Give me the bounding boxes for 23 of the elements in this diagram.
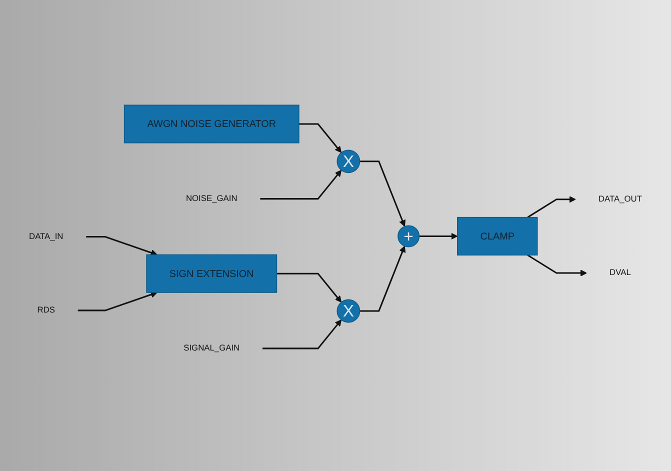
arrow (262, 319, 342, 350)
node-box: SIGN EXTENSION (146, 254, 278, 293)
arrow (276, 272, 342, 302)
arrow (360, 160, 406, 226)
node-box: AWGN NOISE GENERATOR (124, 104, 300, 144)
arrow (419, 232, 458, 240)
arrow (78, 291, 158, 312)
node-circle: X (336, 299, 360, 323)
node-box: CLAMP (457, 216, 538, 256)
node-text: DVAL (610, 268, 631, 278)
node-text: SIGNAL_GAIN (184, 344, 240, 353)
node-text: NOISE_GAIN (186, 194, 238, 204)
arrow (527, 254, 587, 276)
node-circle: X (336, 150, 360, 173)
node-circle: + (398, 225, 420, 248)
arrow (86, 236, 158, 256)
arrow (527, 196, 576, 218)
node-text: DATA_OUT (598, 194, 642, 204)
arrow (260, 170, 342, 200)
arrow (298, 123, 342, 153)
arrow (360, 246, 406, 312)
node-text: RDS (37, 306, 55, 315)
node-text: DATA_IN (29, 232, 64, 242)
